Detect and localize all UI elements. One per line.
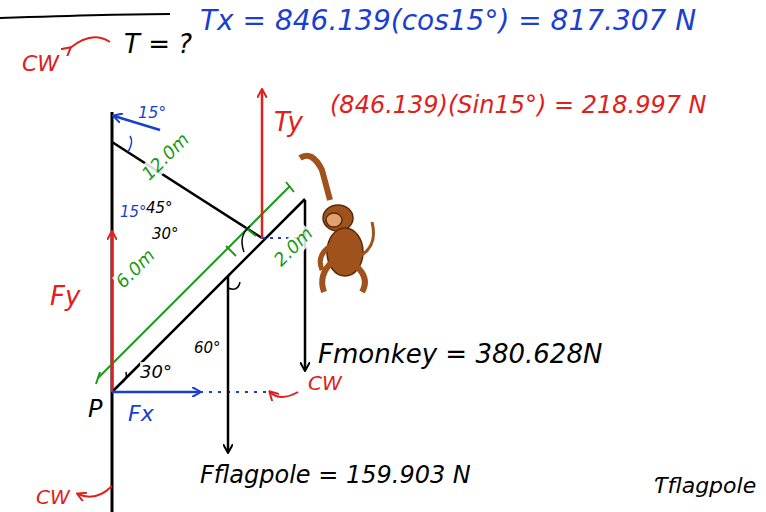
torque-direction: CW [36,486,70,508]
angle-label: 15° [138,104,166,122]
angle-label: 30° [152,226,179,243]
dimension-label: 6.0m [112,245,159,292]
tx-equation: Tx = 846.139(cos15°) = 817.307 N [200,6,696,37]
torque-label: Ƭflagpole [654,474,756,498]
angle-label: 45° [146,200,173,217]
force-label: Fy [50,282,80,311]
torque-direction: CW [22,52,59,76]
weight-label: Fflagpole = 159.903 N [200,462,471,488]
weight-label: Fmonkey = 380.628N [318,340,602,369]
torque-direction: CW [308,372,342,394]
angle-label: 60° [194,340,221,357]
ty-label: Ty [274,108,303,137]
ty-equation: (846.139)(Sin15°) = 218.997 N [330,92,750,118]
angle-label: 15° [120,204,147,221]
angle-label: 30° [140,362,172,382]
force-label: Fx [128,402,154,426]
pivot-label: P [88,396,102,422]
monkey-figure [300,156,374,292]
dimension-label: 2.0m [270,223,317,270]
tension-label: T = ? [124,30,192,59]
